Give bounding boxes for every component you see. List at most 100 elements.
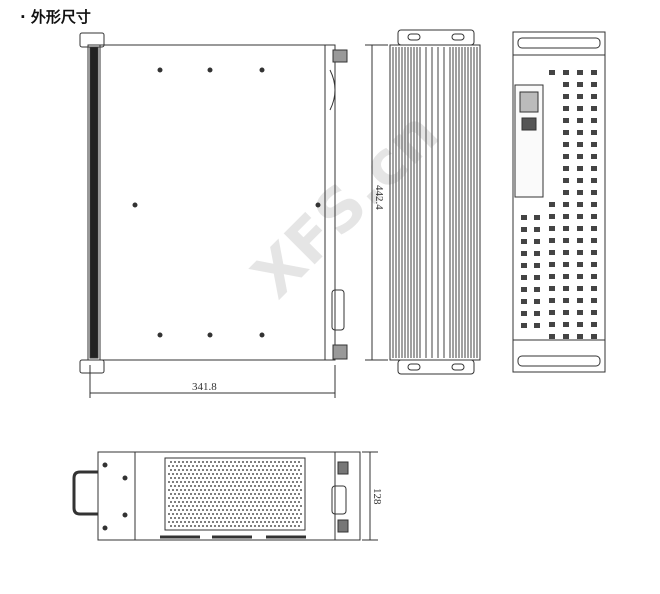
mesh-hole bbox=[254, 493, 256, 495]
mesh-hole bbox=[296, 481, 298, 483]
mesh-hole bbox=[248, 505, 250, 507]
mesh-hole bbox=[178, 501, 180, 503]
mesh-hole bbox=[226, 477, 228, 479]
mesh-hole bbox=[274, 517, 276, 519]
mesh-hole bbox=[268, 489, 270, 491]
mesh-hole bbox=[242, 501, 244, 503]
mesh-hole bbox=[280, 521, 282, 523]
mesh-hole bbox=[168, 481, 170, 483]
mesh-hole bbox=[254, 509, 256, 511]
mesh-hole bbox=[242, 477, 244, 479]
mesh-hole bbox=[202, 509, 204, 511]
mesh-hole bbox=[268, 521, 270, 523]
mesh-hole bbox=[218, 517, 220, 519]
mesh-hole bbox=[232, 473, 234, 475]
port bbox=[577, 226, 583, 231]
mesh-hole bbox=[272, 481, 274, 483]
port bbox=[563, 274, 569, 279]
mesh-hole bbox=[178, 485, 180, 487]
mesh-hole bbox=[170, 461, 172, 463]
mesh-hole bbox=[210, 493, 212, 495]
mesh-hole bbox=[270, 485, 272, 487]
mesh-hole bbox=[248, 465, 250, 467]
port bbox=[577, 202, 583, 207]
mesh-hole bbox=[230, 525, 232, 527]
mesh-hole bbox=[286, 461, 288, 463]
mesh-hole bbox=[252, 497, 254, 499]
port bbox=[549, 214, 555, 219]
mesh-hole bbox=[200, 465, 202, 467]
mesh-hole bbox=[210, 461, 212, 463]
mesh-hole bbox=[184, 473, 186, 475]
mesh-hole bbox=[278, 517, 280, 519]
mesh-hole bbox=[168, 513, 170, 515]
mesh-hole bbox=[272, 489, 274, 491]
mesh-hole bbox=[284, 521, 286, 523]
mesh-hole bbox=[258, 525, 260, 527]
mesh-hole bbox=[168, 505, 170, 507]
port bbox=[591, 250, 597, 255]
mesh-hole bbox=[192, 497, 194, 499]
mesh-hole bbox=[288, 489, 290, 491]
mesh-hole bbox=[188, 505, 190, 507]
mesh-hole bbox=[246, 469, 248, 471]
mesh-hole bbox=[286, 477, 288, 479]
mesh-hole bbox=[212, 481, 214, 483]
mesh-hole bbox=[216, 521, 218, 523]
mesh-hole bbox=[244, 505, 246, 507]
mesh-hole bbox=[282, 485, 284, 487]
mesh-hole bbox=[174, 477, 176, 479]
mesh-hole bbox=[282, 477, 284, 479]
mesh-hole bbox=[248, 513, 250, 515]
mesh-hole bbox=[174, 461, 176, 463]
mesh-hole bbox=[214, 461, 216, 463]
mesh-hole bbox=[232, 465, 234, 467]
mesh-hole bbox=[270, 509, 272, 511]
mesh-hole bbox=[208, 473, 210, 475]
mesh-hole bbox=[182, 525, 184, 527]
mesh-hole bbox=[176, 497, 178, 499]
mesh-hole bbox=[288, 481, 290, 483]
mesh-hole bbox=[268, 505, 270, 507]
mesh-hole bbox=[230, 477, 232, 479]
mesh-hole bbox=[262, 469, 264, 471]
mesh-hole bbox=[206, 509, 208, 511]
mesh-hole bbox=[258, 477, 260, 479]
mesh-hole bbox=[262, 525, 264, 527]
mesh-hole bbox=[172, 505, 174, 507]
mesh-hole bbox=[240, 513, 242, 515]
mesh-hole bbox=[194, 477, 196, 479]
mesh-hole bbox=[202, 517, 204, 519]
mesh-hole bbox=[298, 525, 300, 527]
port bbox=[591, 226, 597, 231]
mesh-hole bbox=[176, 465, 178, 467]
mesh-hole bbox=[264, 473, 266, 475]
mesh-hole bbox=[228, 473, 230, 475]
mesh-hole bbox=[176, 521, 178, 523]
mesh-hole bbox=[290, 477, 292, 479]
mesh-hole bbox=[276, 505, 278, 507]
mesh-hole bbox=[220, 513, 222, 515]
mesh-hole bbox=[284, 481, 286, 483]
mesh-hole bbox=[188, 489, 190, 491]
mesh-hole bbox=[224, 513, 226, 515]
mesh-hole bbox=[240, 481, 242, 483]
port bbox=[591, 106, 597, 111]
mesh-hole bbox=[170, 485, 172, 487]
port bbox=[591, 130, 597, 135]
mesh-hole bbox=[210, 485, 212, 487]
mesh-hole bbox=[208, 521, 210, 523]
mesh-hole bbox=[236, 465, 238, 467]
mesh-hole bbox=[180, 521, 182, 523]
mesh-hole bbox=[234, 525, 236, 527]
mesh-hole bbox=[280, 473, 282, 475]
mesh-hole bbox=[292, 505, 294, 507]
mesh-hole bbox=[298, 461, 300, 463]
mesh-hole bbox=[234, 517, 236, 519]
mesh-hole bbox=[256, 465, 258, 467]
mesh-hole bbox=[190, 517, 192, 519]
port bbox=[534, 251, 540, 256]
mesh-hole bbox=[270, 517, 272, 519]
mesh-hole bbox=[286, 485, 288, 487]
mesh-hole bbox=[254, 485, 256, 487]
